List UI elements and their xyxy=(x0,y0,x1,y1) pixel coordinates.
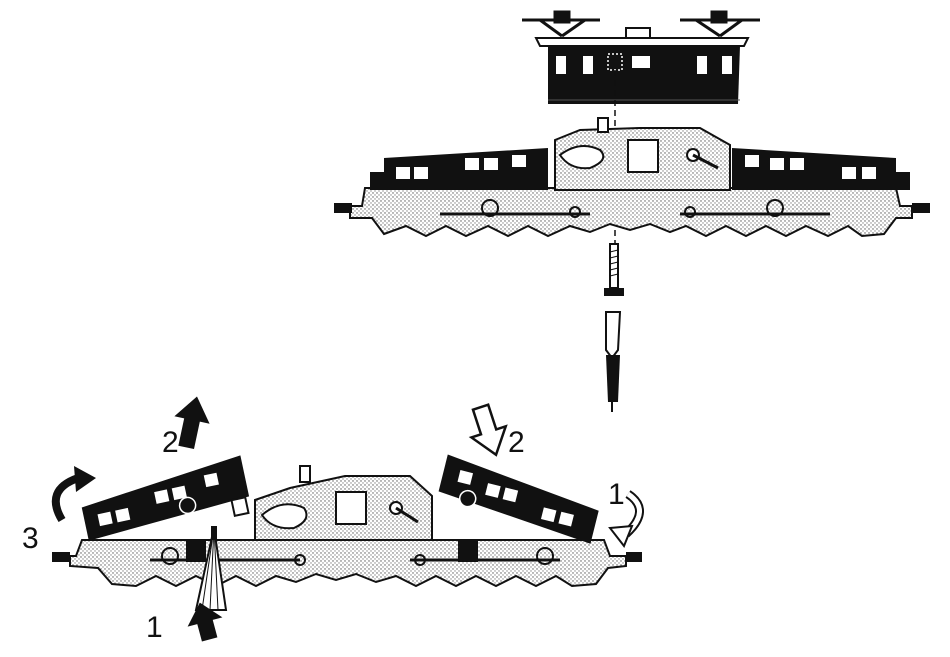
pantograph-right xyxy=(680,12,760,36)
outline-arrow-icon xyxy=(463,402,513,461)
cab-window xyxy=(556,56,566,74)
step-label-left-rotate: 3 xyxy=(22,522,39,555)
cab-window xyxy=(722,56,732,74)
step-label-right-press: 2 xyxy=(508,426,525,459)
buffer-right xyxy=(912,203,930,213)
frame-shaded xyxy=(350,188,912,236)
cab-roof xyxy=(536,38,748,46)
step-label-left-lift: 2 xyxy=(162,426,179,459)
hood-right-tilted xyxy=(435,455,603,544)
cab-window xyxy=(632,56,650,68)
hood-left-tilted xyxy=(78,455,252,546)
buffer-left xyxy=(334,203,352,213)
cab-body xyxy=(522,12,760,104)
loco-chassis-top xyxy=(334,118,930,236)
step-label-right-curve: 1 xyxy=(608,478,625,511)
roof-hatch xyxy=(626,28,650,38)
step-label-bottom-push: 1 xyxy=(146,611,163,644)
screwdriver-icon xyxy=(606,312,620,412)
screw-icon xyxy=(604,244,624,296)
cab-window xyxy=(697,56,707,74)
pantograph-left xyxy=(522,12,600,36)
cab-shell xyxy=(548,46,740,104)
cab-window xyxy=(583,56,593,74)
